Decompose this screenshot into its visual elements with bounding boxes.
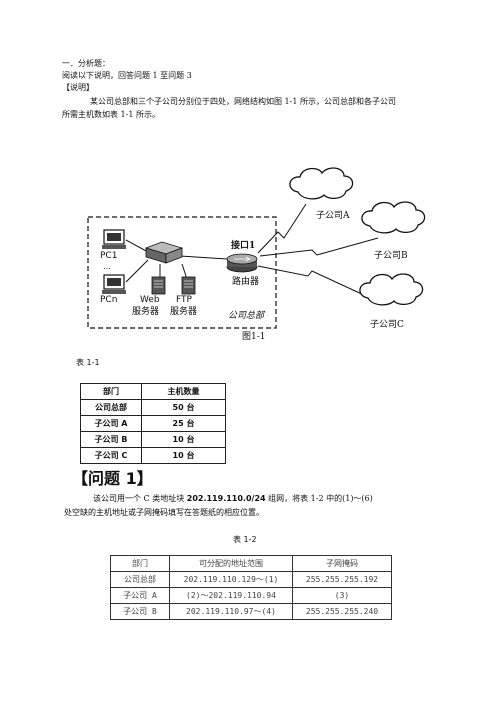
table-row: 子公司 A (2)～202.119.110.94 (3) (110, 587, 392, 604)
pc-ellipsis: … (103, 262, 111, 271)
pc1-label: PC1 (100, 251, 118, 261)
question1-line2: 处空缺的主机地址或子网掩码填写在答题纸的相应位置。 (64, 508, 264, 517)
table-header-row: 部门 可分配的地址范围 子网掩码 (110, 555, 392, 572)
table-row: 子公司 A 25 台 (80, 415, 226, 432)
question1-line1-tail: 组网，将表 1-2 中的(1)～(6) (265, 494, 373, 503)
pc1-icon (102, 229, 126, 249)
port-label: 接口1 (231, 241, 256, 251)
table-cell: 202.119.110.97～(4) (169, 603, 293, 620)
question1-line1: 该公司用一个 C 类地址块 202.119.110.0/24 组网，将表 1-2… (93, 493, 373, 504)
table-row: 子公司 C 10 台 (80, 447, 226, 464)
explanation-label: 【说明】 (62, 83, 94, 92)
question1-heading: 【问题 1】 (72, 469, 153, 488)
address-block: 202.119.110.0/24 (186, 494, 266, 503)
table-cell: 子公司 B (110, 603, 170, 620)
table-cell: 50 台 (141, 399, 226, 416)
subsidiary-c-label: 子公司C (370, 320, 404, 330)
hq-boundary (87, 216, 277, 329)
explanation-paragraph-line1: 某公司总部和三个子公司分别位于四处，网络结构如图 1-1 所示，公司总部和各子公… (90, 97, 396, 106)
table-cell: 255.255.255.240 (292, 603, 392, 620)
table-header-row: 部门 主机数量 (80, 383, 226, 400)
table1-caption: 表 1-1 (76, 358, 100, 367)
pcn-label: PCn (100, 295, 118, 305)
table-cell: 子公司 A (110, 587, 170, 604)
table-header-cell: 部门 (80, 383, 142, 400)
web-server-label-1: Web (140, 295, 160, 305)
router-label: 路由器 (232, 277, 260, 287)
web-server-icon (151, 276, 166, 295)
table-header-cell: 主机数量 (141, 383, 226, 400)
instruction-text: 阅读以下说明，回答问题 1 至问题 3 (62, 71, 192, 80)
explanation-paragraph-line2: 所需主机数如表 1-1 所示。 (62, 110, 160, 119)
table-header-cell: 子网掩码 (292, 555, 392, 572)
ftp-server-icon (181, 276, 196, 295)
cloud-c-icon (359, 273, 424, 306)
table-cell: 10 台 (141, 431, 226, 448)
cloud-b-icon (361, 201, 426, 234)
table-cell: 公司总部 (110, 571, 170, 588)
table-cell: 子公司 C (80, 447, 142, 464)
table-1-1: 部门 主机数量 公司总部 50 台 子公司 A 25 台 子公司 B 10 台 … (80, 383, 226, 464)
table2-caption: 表 1-2 (233, 535, 257, 544)
subsidiary-b-label: 子公司B (374, 251, 408, 261)
table-cell: 10 台 (141, 447, 226, 464)
table-cell: 25 台 (141, 415, 226, 432)
question1-line1-text: 该公司用一个 C 类地址块 (93, 494, 187, 503)
router-icon (226, 253, 258, 273)
hq-label: 公司总部 (228, 311, 265, 321)
table-cell: 255.255.255.192 (292, 571, 392, 588)
ftp-server-label-1: FTP (176, 295, 192, 305)
web-server-label-2: 服务器 (132, 307, 160, 317)
figure-caption: 图1-1 (242, 332, 266, 342)
cloud-a-icon (289, 167, 354, 200)
table-row: 子公司 B 202.119.110.97～(4) 255.255.255.240 (110, 603, 392, 620)
table-row: 公司总部 202.119.110.129～(1) 255.255.255.192 (110, 571, 392, 588)
table-cell: (3) (292, 587, 392, 604)
switch-icon (144, 241, 184, 264)
table-header-cell: 部门 (110, 555, 170, 572)
pcn-icon (102, 274, 126, 294)
table-1-2: 部门 可分配的地址范围 子网掩码 公司总部 202.119.110.129～(1… (110, 555, 392, 620)
subsidiary-a-label: 子公司A (316, 211, 350, 221)
ftp-server-label-2: 服务器 (170, 307, 198, 317)
table-cell: 公司总部 (80, 399, 142, 416)
table-cell: 子公司 A (80, 415, 142, 432)
network-diagram (87, 167, 426, 329)
table-header-cell: 可分配的地址范围 (169, 555, 293, 572)
table-cell: (2)～202.119.110.94 (169, 587, 293, 604)
table-row: 子公司 B 10 台 (80, 431, 226, 448)
table-cell: 子公司 B (80, 431, 142, 448)
table-cell: 202.119.110.129～(1) (169, 571, 293, 588)
table-row: 公司总部 50 台 (80, 399, 226, 416)
section-title: 一．分析题： (62, 59, 110, 68)
